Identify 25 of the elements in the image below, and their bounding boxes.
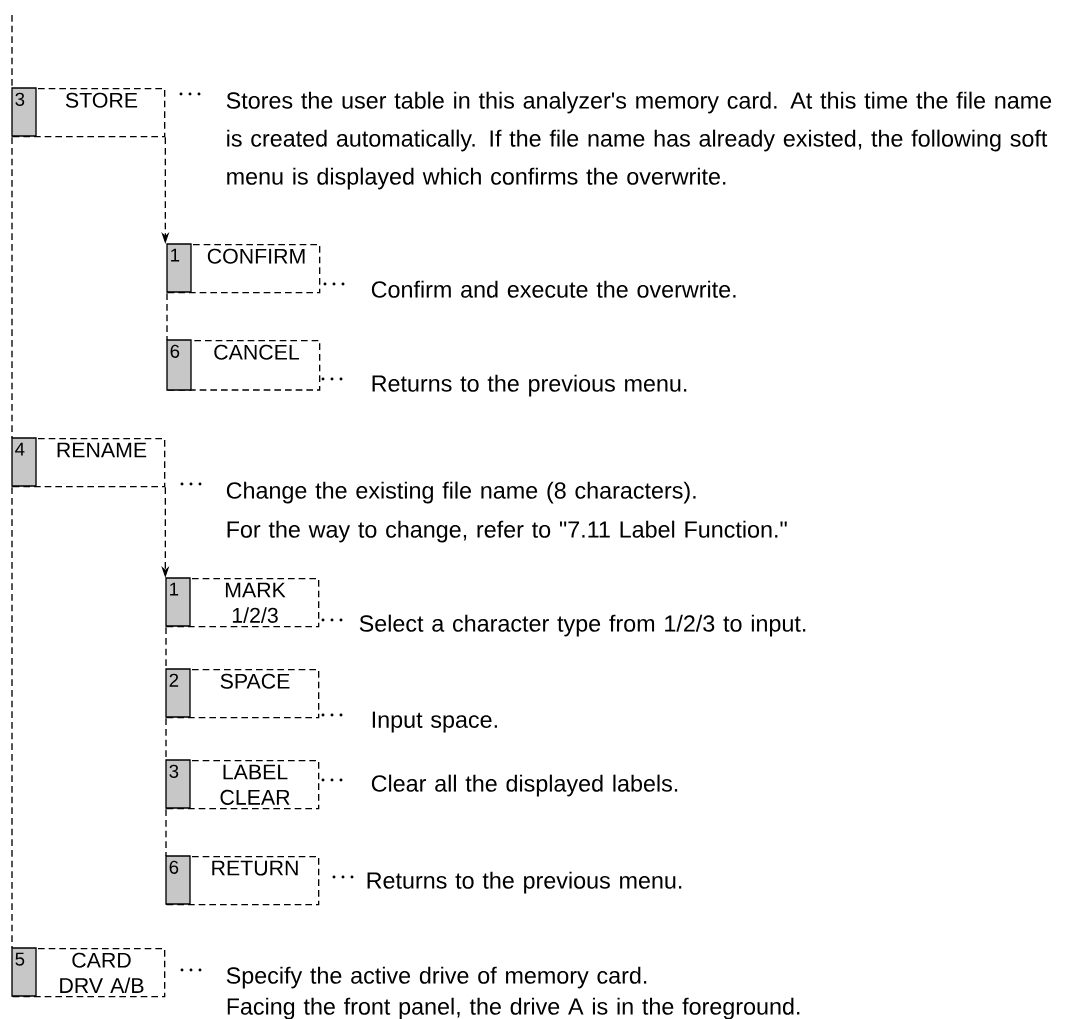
connector-line [11,14,13,89]
description-text: Specify the active drive of memory card. [226,966,647,989]
description-text: Clear all the displayed labels. [371,774,678,797]
description-text: Select a character type from 1/2/3 to input. [359,614,806,637]
soft-key-box: 5 CARD DRV A/B [11,947,166,998]
soft-key-box: 6 CANCEL [166,339,321,391]
soft-key-box: 3 LABEL CLEAR [165,759,320,810]
description-text: Stores the user table in this analyzer's memory card. At this time the file name is created automatically. If the file name has already existed, the following soft menu is displayed which confirms the overwrite. [226,91,1052,190]
description-text: Returns to the previous menu. [367,871,682,894]
description-text: Facing the front panel, the drive A is in the foreground. [227,997,800,1019]
soft-key-box: 1 MARK 1/2/3 [165,577,320,628]
soft-key-box: 4 RENAME [11,437,166,488]
connector-line [11,486,13,949]
soft-key-box: 6 RETURN [165,855,320,906]
description-text: For the way to change, refer to "7.11 Label Function." [227,520,787,543]
soft-key-box: 1 CONFIRM [166,243,321,294]
description-text: Returns to the previous menu. [372,374,687,397]
connector-line [11,136,13,439]
description-text: Change the existing file name (8 characters). [226,481,696,504]
description-text: Input space. [372,711,497,733]
soft-key-box: 3 STORE [11,87,166,138]
connector-line [166,292,168,341]
description-text: Confirm and execute the overwrite. [371,280,736,298]
soft-key-box: 2 SPACE [165,668,320,719]
connector-line [165,808,167,857]
